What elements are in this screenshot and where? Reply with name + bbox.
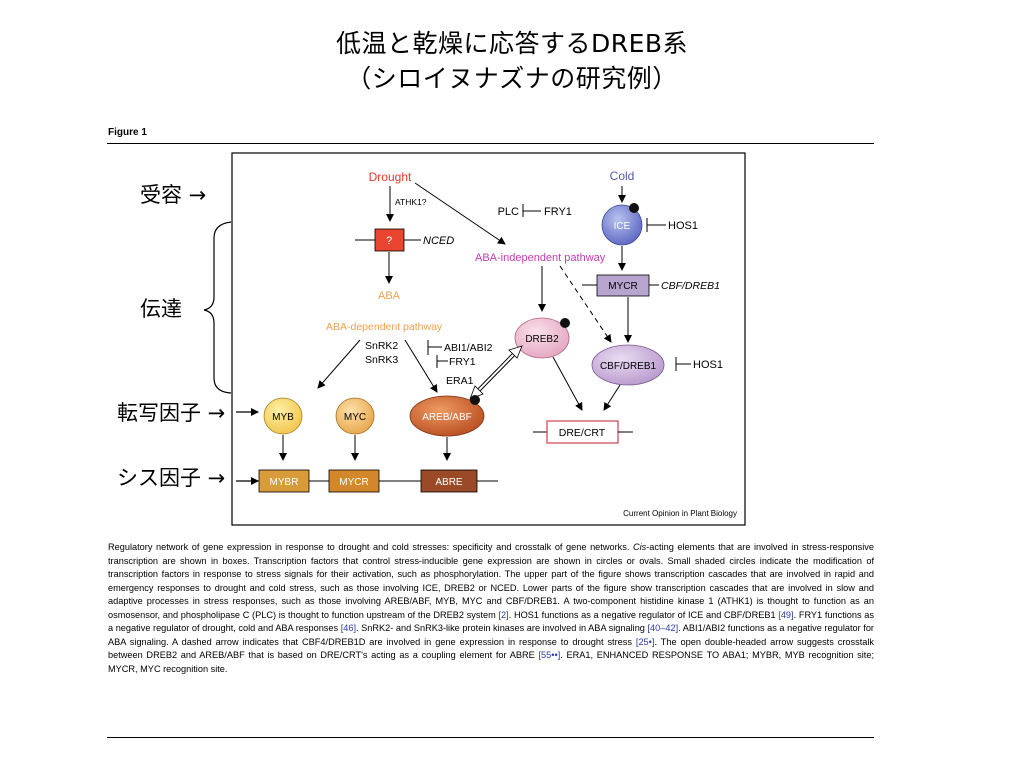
ice-phospho-dot (629, 203, 639, 213)
areb-abf-node (409, 395, 485, 437)
abre-box (420, 469, 478, 493)
snrk2-label: SnRK2 (365, 340, 398, 352)
ref-25[interactable]: [25•] (635, 636, 655, 647)
ice-node (601, 204, 643, 246)
figure-top-rule (107, 143, 874, 144)
abre-label: ABRE (435, 477, 463, 488)
cbf-dreb1-label: CBF/DREB1 (600, 361, 657, 372)
ref-55[interactable]: [55••] (538, 650, 561, 660)
aba-label: ABA (378, 290, 401, 302)
tf-annotation: 転写因子 → (117, 401, 226, 425)
ref-46[interactable]: [46] (340, 623, 357, 633)
crosstalk-arrowhead-upper (508, 345, 523, 359)
drought-label: Drought (369, 170, 412, 184)
mycr-upper-label: MYCR (608, 281, 637, 292)
areb-phospho-dot (470, 395, 480, 405)
transmission-brace (203, 221, 232, 394)
fry1-top-label: FRY1 (544, 206, 572, 218)
slide-title-line2: （シロイヌナズナの研究例） (346, 64, 678, 93)
mycr-lower-box (328, 469, 380, 493)
areb-abf-label: AREB/ABF (422, 412, 471, 423)
hos1-mid-label: HOS1 (693, 359, 723, 371)
dreb2-to-dre-arrow (552, 356, 583, 411)
snrk-to-myb-arrow (317, 339, 361, 389)
myc-label: MYC (344, 412, 366, 423)
regulatory-network-diagram: Drought ATHK1? ? NCED ABA PLC FRY1 Cold … (203, 152, 746, 526)
era1-label: ERA1 (446, 375, 474, 387)
mybr-box (258, 469, 310, 493)
cbf-to-dre-arrow (603, 384, 621, 411)
ref-2[interactable]: [2] (498, 609, 509, 620)
cbf-dreb1-node (591, 344, 665, 386)
aba-dependent-label: ABA-dependent pathway (326, 321, 443, 333)
athk1-label: ATHK1? (395, 197, 427, 207)
dreb2-label: DREB2 (525, 334, 559, 345)
nced-label: NCED (423, 235, 454, 247)
receptor-annotation: 受容 → (140, 183, 207, 207)
transmission-annotation: 伝達 (140, 297, 182, 321)
figure-frame (231, 152, 746, 526)
ref-40-42[interactable]: [40–42] (647, 623, 679, 633)
figure-bottom-rule (107, 737, 874, 738)
dreb2-phospho-dot (560, 318, 570, 328)
unknown-label: ? (386, 235, 392, 247)
abi-label: ABI1/ABI2 (444, 342, 493, 354)
slide-title-line1: 低温と乾燥に応答するDREB系 (335, 29, 689, 58)
snrk-to-areb-arrow (404, 339, 438, 393)
cold-label: Cold (610, 169, 635, 183)
cis-annotation: シス因子 → (117, 466, 226, 490)
plc-label: PLC (498, 206, 519, 218)
figure-caption: Regulatory network of gene expression in… (108, 542, 875, 674)
myc-node (335, 397, 375, 435)
hos1-top-label: HOS1 (668, 220, 698, 232)
crosstalk-arrow-fill (473, 349, 519, 396)
ice-label: ICE (614, 221, 631, 232)
myb-node (263, 397, 303, 435)
drought-to-aba-independent-arrow (414, 182, 506, 245)
fry1-mid-label: FRY1 (449, 356, 476, 368)
aba-independent-label: ABA-independent pathway (475, 252, 606, 264)
snrk3-label: SnRK3 (365, 354, 398, 366)
mycr-lower-label: MYCR (339, 477, 368, 488)
myb-label: MYB (272, 412, 294, 423)
unknown-box (374, 228, 405, 252)
dre-crt-label: DRE/CRT (559, 427, 606, 439)
ref-49[interactable]: [49] (778, 609, 794, 620)
mybr-label: MYBR (270, 477, 299, 488)
dreb2-node (514, 317, 570, 359)
dashed-arrow-to-cbf (559, 265, 612, 343)
figure-credit: Current Opinion in Plant Biology (623, 509, 737, 518)
cbf-dreb1-gene-label: CBF/DREB1 (661, 280, 720, 292)
figure-label: Figure 1 (108, 127, 147, 138)
